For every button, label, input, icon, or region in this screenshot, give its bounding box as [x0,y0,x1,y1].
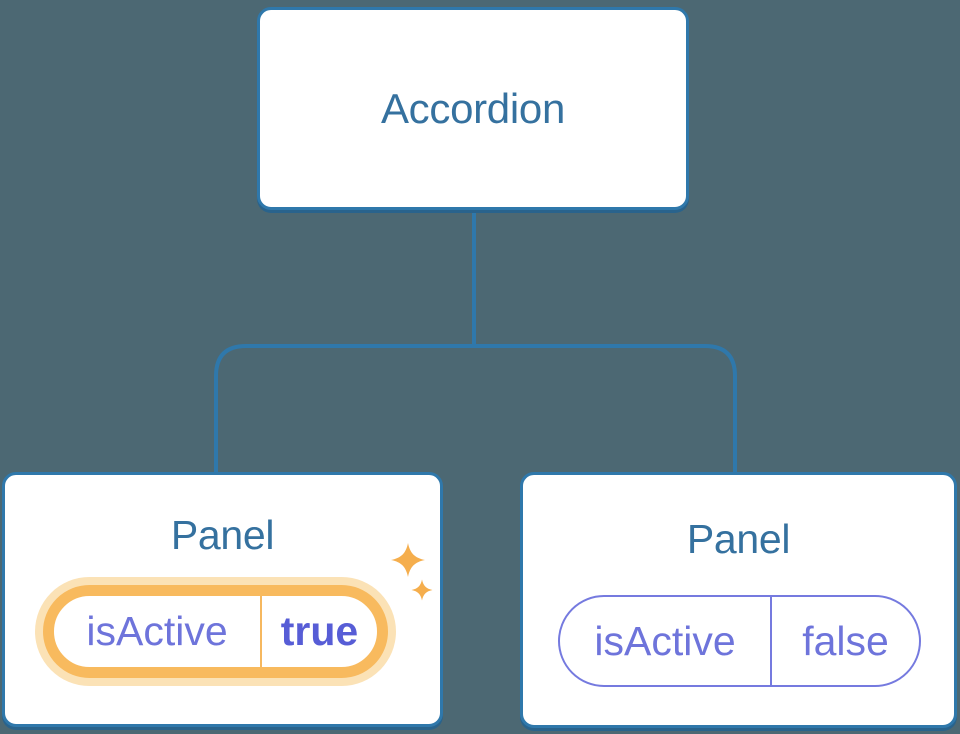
state-prop-value: false [802,617,889,664]
state-prop-name: isActive [54,596,262,667]
state-pill-inactive: isActive false [558,595,921,687]
state-prop-value: true [280,608,359,654]
panel-title: Panel [686,516,791,562]
panel-node-active: Panel isActive true [2,472,443,727]
accordion-node: Accordion [257,7,689,210]
state-prop-name: isActive [560,597,772,685]
panel-node-inactive: Panel isActive false [520,472,957,728]
panel-title: Panel [170,512,275,558]
state-pill-active: isActive true [43,585,388,678]
accordion-label: Accordion [380,84,566,132]
connector-branch [214,344,737,473]
